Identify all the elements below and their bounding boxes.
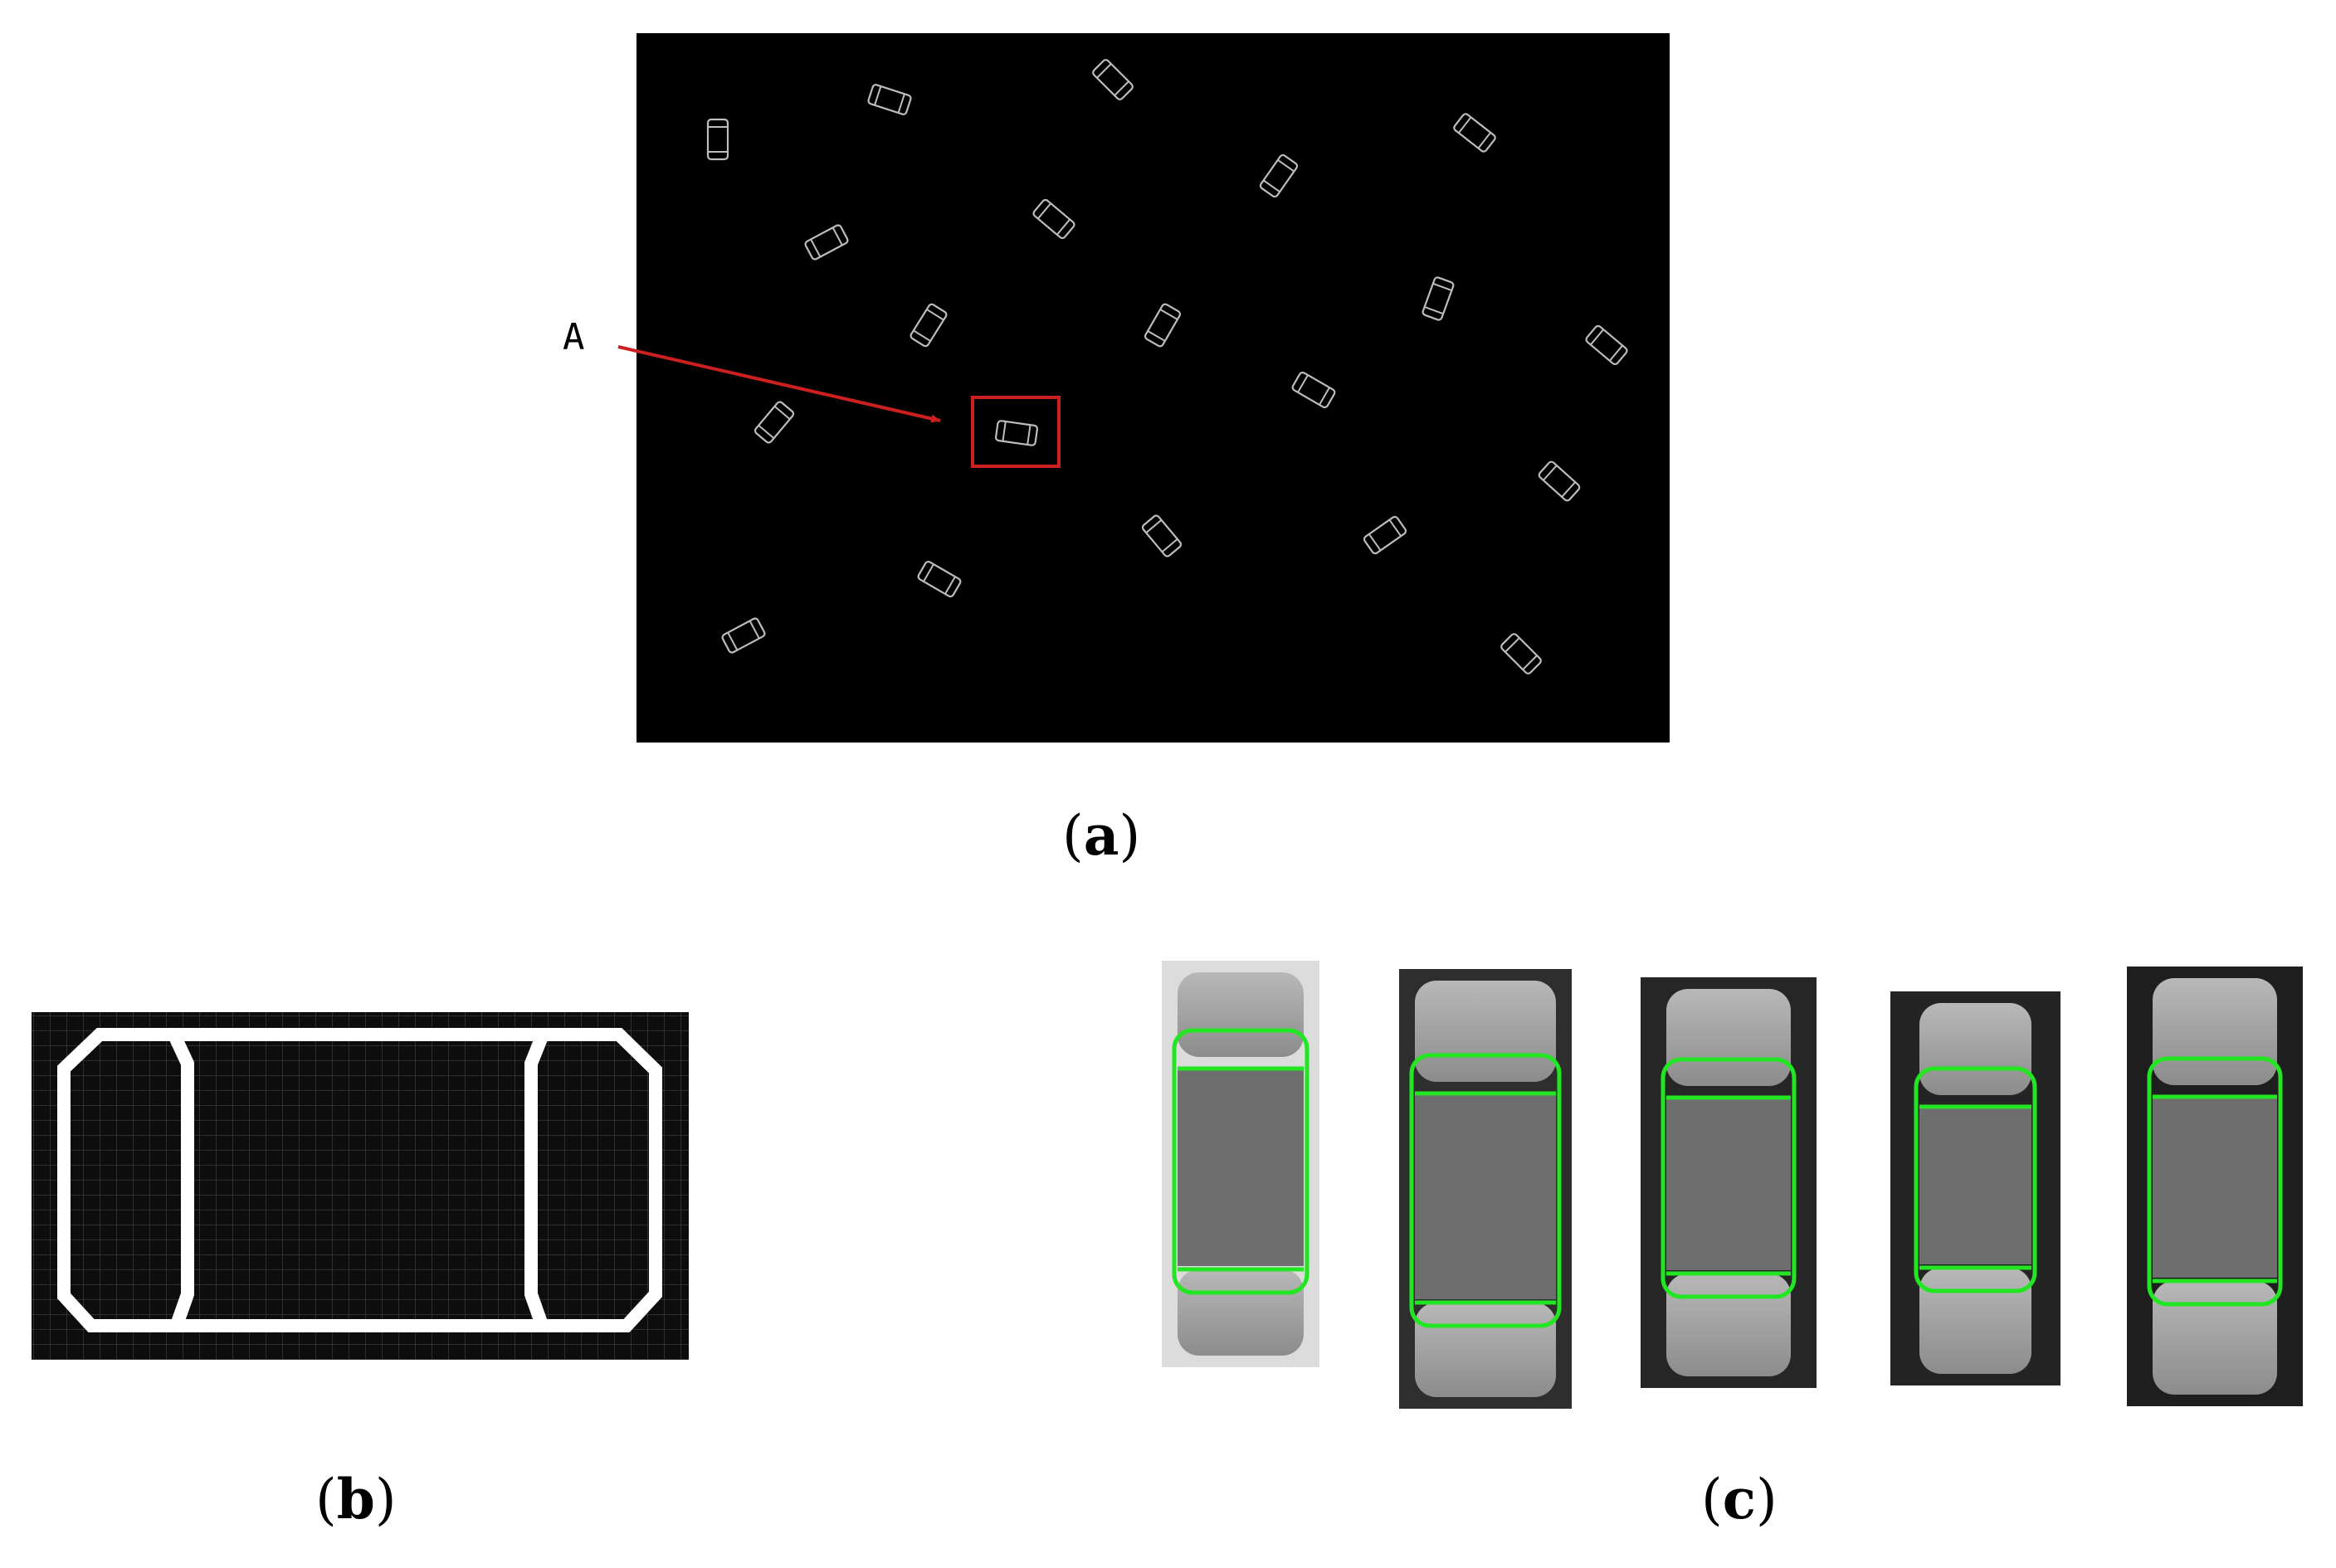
caption-b-label: b [337, 1467, 375, 1531]
panel-a: A [563, 33, 1670, 743]
component-outline [867, 84, 912, 115]
outer-contour [57, 1028, 662, 1332]
component-scatter [706, 59, 1628, 674]
component-outline [804, 224, 849, 261]
component-outline [1291, 371, 1336, 409]
panel-b-pixel-grid [32, 1012, 689, 1360]
detected-contour [1172, 1028, 1309, 1295]
detected-contour [1914, 1066, 2037, 1293]
caption-c: (c) [1701, 1467, 1778, 1531]
right-electrode-edge [524, 1036, 548, 1325]
panel-a-background [636, 33, 1670, 743]
component-outline [910, 303, 948, 348]
detected-contour [1661, 1057, 1797, 1299]
caption-b: (b) [315, 1467, 397, 1531]
panel-c [1162, 961, 2303, 1409]
component-outline [1259, 153, 1299, 198]
caption-a-label: a [1084, 803, 1119, 868]
component-template-outline [57, 1028, 662, 1332]
component-outline [1585, 324, 1628, 366]
component-outline [1141, 514, 1183, 558]
detected-contour [1409, 1053, 1562, 1328]
region-of-interest-box [971, 396, 1061, 468]
component-outline [1144, 303, 1182, 348]
component-outline [1422, 276, 1455, 321]
detected-contour [2147, 1056, 2283, 1307]
caption-a: (a) [1062, 803, 1140, 868]
callout-arrow [617, 345, 941, 423]
chip-image [1890, 991, 2060, 1385]
component-outline [994, 420, 1039, 446]
component-outline [1032, 198, 1075, 240]
chip-image [1641, 977, 1817, 1388]
component-outline [721, 617, 766, 654]
component-outline [1500, 633, 1542, 674]
callout-letter: A [563, 316, 585, 358]
component-outline [753, 401, 795, 444]
component-outline [917, 560, 962, 598]
caption-c-label: c [1723, 1467, 1756, 1531]
chip-image [2127, 967, 2303, 1406]
left-electrode-edge [169, 1035, 194, 1325]
component-outline [1092, 59, 1134, 100]
panel-b [32, 1012, 689, 1360]
component-outline [1453, 113, 1496, 153]
component-outline [1538, 460, 1581, 502]
component-outline [1363, 515, 1407, 555]
component-outline [706, 118, 729, 161]
chip-image [1162, 961, 1319, 1367]
chip-image [1399, 969, 1572, 1409]
